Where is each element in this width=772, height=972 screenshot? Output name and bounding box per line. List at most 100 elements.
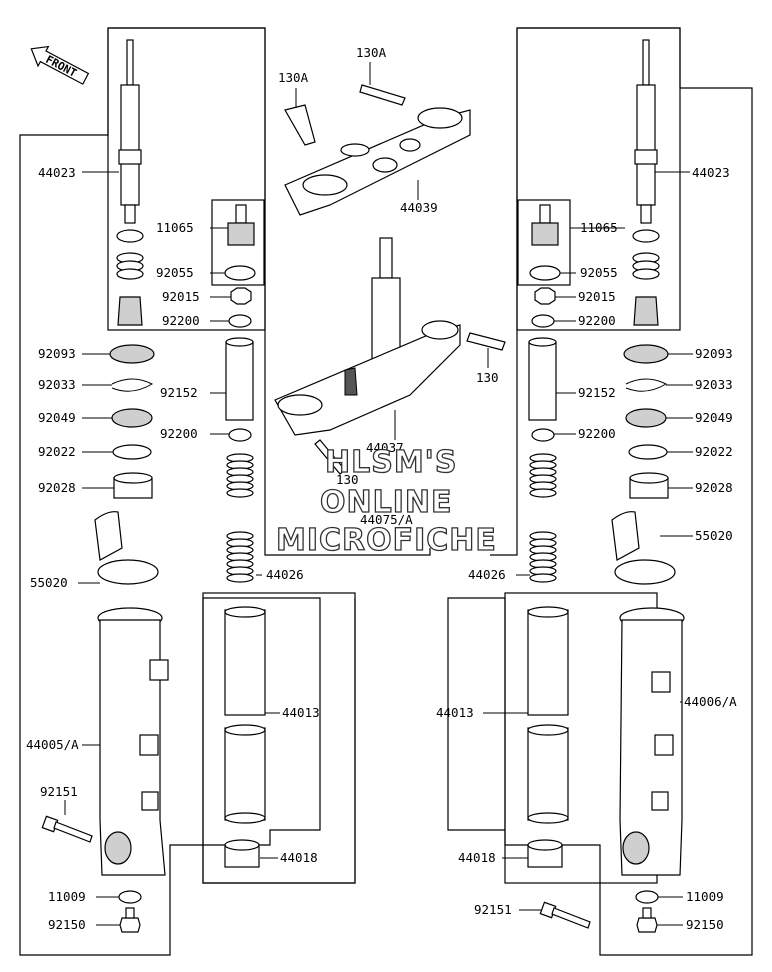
- right-valve-box: [517, 199, 571, 286]
- label-92152-right: 92152: [578, 385, 616, 400]
- spring-coil: [529, 573, 557, 583]
- washer-right: [628, 444, 668, 460]
- small-spring-left: [116, 252, 144, 280]
- label-92150-left: 92150: [48, 917, 86, 932]
- oil-seal-right: [625, 408, 667, 428]
- left-inner-tube-box: [202, 592, 356, 884]
- valve-right: [531, 204, 559, 246]
- left-valve-box: [211, 199, 265, 286]
- damper-rod-left: [118, 39, 142, 224]
- collar-left: [117, 296, 143, 326]
- ring-right: [632, 229, 660, 243]
- dust-seal-left: [109, 344, 155, 364]
- label-92150-right: 92150: [686, 917, 724, 932]
- label-92015-left: 92015: [162, 289, 200, 304]
- label-92049-left: 92049: [38, 410, 76, 425]
- label-130A-a: 130A: [278, 70, 309, 85]
- bolt-130A-b: [359, 84, 406, 106]
- label-92151-right: 92151: [474, 902, 512, 917]
- label-130-b: 130: [336, 472, 359, 487]
- label-44039: 44039: [400, 200, 438, 215]
- label-92028-right: 92028: [695, 480, 733, 495]
- label-44037: 44037: [366, 440, 404, 455]
- label-11009-right: 11009: [686, 889, 724, 904]
- clip-left: [111, 378, 154, 392]
- oil-seal-left: [111, 408, 153, 428]
- label-55020-right: 55020: [695, 528, 733, 543]
- label-44023-left: 44023: [38, 165, 76, 180]
- label-92015-right: 92015: [578, 289, 616, 304]
- small-spring-right: [632, 252, 660, 280]
- label-44026-right: 44026: [468, 567, 506, 582]
- dust-seal-right: [623, 344, 669, 364]
- o-ring-right: [529, 265, 561, 281]
- outer-tube-right: [619, 607, 685, 876]
- bolt-left: [41, 815, 93, 843]
- label-92055-left: 92055: [156, 265, 194, 280]
- washer-mid-left: [228, 428, 252, 442]
- lower-triple-clamp: [274, 320, 461, 436]
- collar-right: [633, 296, 659, 326]
- label-92093-right: 92093: [695, 346, 733, 361]
- o-ring-left: [224, 265, 256, 281]
- fork-spring-right: [529, 453, 557, 583]
- washer-mid-right: [531, 428, 555, 442]
- spring-coil: [529, 488, 557, 498]
- inner-tube-left: [224, 606, 266, 824]
- drain-bolt-right: [636, 907, 658, 933]
- right-top-box: [516, 27, 681, 331]
- left-top-box: [107, 27, 266, 331]
- fork-spring-left: [226, 453, 254, 583]
- label-92055-right: 92055: [580, 265, 618, 280]
- washer-top-right: [531, 314, 555, 328]
- washer-11009-left: [118, 890, 142, 904]
- bolt-130A-a: [284, 104, 316, 146]
- label-92200-top-left: 92200: [162, 313, 200, 328]
- label-92049-right: 92049: [695, 410, 733, 425]
- outer-tube-left: [97, 607, 169, 876]
- ring-left: [116, 229, 144, 243]
- upper-triple-clamp: [284, 107, 471, 216]
- washer-left: [112, 444, 152, 460]
- label-92028-left: 92028: [38, 480, 76, 495]
- label-92022-left: 92022: [38, 444, 76, 459]
- spacer-left: [225, 341, 254, 421]
- label-92200-mid-right: 92200: [578, 426, 616, 441]
- label-44013-right: 44013: [436, 705, 474, 720]
- nut-right: [534, 287, 556, 305]
- label-44023-right: 44023: [692, 165, 730, 180]
- label-11009-left: 11009: [48, 889, 86, 904]
- label-130A-b: 130A: [356, 45, 387, 60]
- washer-top-left: [228, 314, 252, 328]
- label-44006-right: 44006/A: [684, 694, 737, 709]
- fork-cover-left: [94, 511, 123, 561]
- leader-lines: [64, 62, 693, 926]
- inner-tube-right: [527, 606, 569, 824]
- spring-coil: [226, 488, 254, 498]
- label-92093-left: 92093: [38, 346, 76, 361]
- label-92151-left: 92151: [40, 784, 78, 799]
- label-44013-left: 44013: [282, 705, 320, 720]
- label-44005-left: 44005/A: [26, 737, 79, 752]
- watermark-line-1: HLSM'S: [325, 445, 457, 480]
- clip-right: [625, 378, 668, 392]
- label-11065-right: 11065: [580, 220, 618, 235]
- watermark-line-2: ONLINE: [320, 485, 453, 520]
- label-92200-mid-left: 92200: [160, 426, 198, 441]
- label-92033-left: 92033: [38, 377, 76, 392]
- bolt-130: [466, 332, 506, 351]
- washer-11009-right: [635, 890, 659, 904]
- bolt-right: [539, 901, 591, 929]
- spacer-right: [528, 341, 557, 421]
- fork-cover-right: [611, 511, 640, 561]
- nut-left: [230, 287, 252, 305]
- label-55020-left: 55020: [30, 575, 68, 590]
- valve-left: [227, 204, 255, 246]
- front-arrow-icon: FRONT: [30, 45, 90, 85]
- bolt-130-b: [314, 439, 346, 475]
- label-44026-left: 44026: [266, 567, 304, 582]
- label-130: 130: [476, 370, 499, 385]
- label-11065-left: 11065: [156, 220, 194, 235]
